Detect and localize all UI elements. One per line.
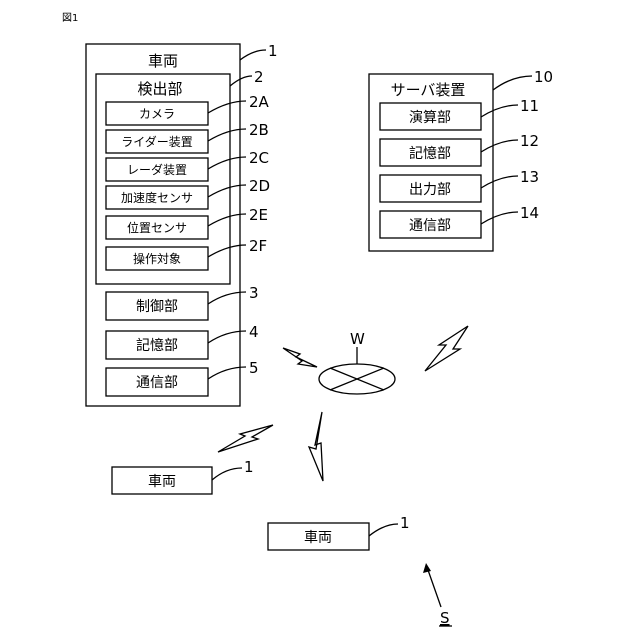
detector-item-label: ライダー装置 xyxy=(121,134,193,149)
vehicle-other-ref: 1 xyxy=(244,458,254,476)
vehicle-unit-ref: 4 xyxy=(249,323,259,341)
server-title: サーバ装置 xyxy=(391,81,466,99)
figure-label: 図1 xyxy=(62,12,78,24)
server-unit-label: 出力部 xyxy=(409,182,451,198)
detector-item-label: 加速度センサ xyxy=(121,190,193,205)
detector-item-label: 位置センサ xyxy=(127,220,187,235)
detector-item-ref: 2D xyxy=(249,177,270,195)
network-hub: W xyxy=(319,330,395,394)
server-device: サーバ装置 10 演算部 11 記憶部 12 出力部 13 通信部 14 xyxy=(369,68,553,251)
server-unit-label: 演算部 xyxy=(409,110,451,126)
detector-item-ref: 2A xyxy=(249,93,270,111)
detector-item-label: レーダ装置 xyxy=(127,162,187,177)
system-arrow xyxy=(428,570,441,607)
system-label: S xyxy=(440,609,450,627)
detector-item-label: 操作対象 xyxy=(133,251,181,266)
wireless-link-icon xyxy=(283,348,317,367)
server-ref-leader xyxy=(493,76,532,90)
detector-title: 検出部 xyxy=(137,80,182,98)
vehicle-other-label: 車両 xyxy=(304,529,332,546)
vehicle-unit-ref: 3 xyxy=(249,284,259,302)
vehicle-other-1: 車両 1 xyxy=(112,458,254,494)
vehicle-other-label: 車両 xyxy=(148,473,176,490)
vehicle-ref: 1 xyxy=(268,42,278,60)
server-unit-ref: 11 xyxy=(520,97,539,115)
vehicle-unit-label: 通信部 xyxy=(136,375,178,391)
detector-item-label: カメラ xyxy=(139,107,175,121)
vehicle-title: 車両 xyxy=(148,52,178,70)
server-unit-label: 記憶部 xyxy=(409,145,451,162)
server-ref: 10 xyxy=(534,68,553,86)
server-unit-ref: 12 xyxy=(520,132,539,150)
wireless-link-icon xyxy=(309,412,323,481)
server-unit-ref: 13 xyxy=(520,168,539,186)
wireless-link-icon xyxy=(218,425,273,452)
network-label: W xyxy=(350,330,365,348)
detector-item-ref: 2C xyxy=(249,149,269,167)
vehicle-unit-label: 制御部 xyxy=(136,299,178,315)
server-unit-label: 通信部 xyxy=(409,218,451,234)
system-label-group: S xyxy=(423,563,452,627)
detector-item-ref: 2E xyxy=(249,206,268,224)
server-unit-ref: 14 xyxy=(520,204,539,222)
vehicle-unit-label: 記憶部 xyxy=(136,337,178,354)
detector-ref: 2 xyxy=(254,68,264,86)
vehicle-other-ref: 1 xyxy=(400,514,410,532)
vehicle-ref-leader xyxy=(240,50,266,60)
wireless-link-icon xyxy=(425,326,468,371)
system-arrowhead-icon xyxy=(423,563,431,573)
vehicle-other-leader xyxy=(212,468,242,480)
vehicle-detailed: 車両 1 検出部 2 カメラ 2A ライダー装置 2B レーダ装置 xyxy=(86,42,278,406)
detector-item-ref: 2F xyxy=(249,237,267,255)
vehicle-unit-ref: 5 xyxy=(249,359,259,377)
vehicle-other-2: 車両 1 xyxy=(268,514,410,550)
detector-item-ref: 2B xyxy=(249,121,269,139)
vehicle-other-leader xyxy=(369,524,398,536)
detector-group: 検出部 2 カメラ 2A ライダー装置 2B レーダ装置 2C xyxy=(96,68,270,284)
